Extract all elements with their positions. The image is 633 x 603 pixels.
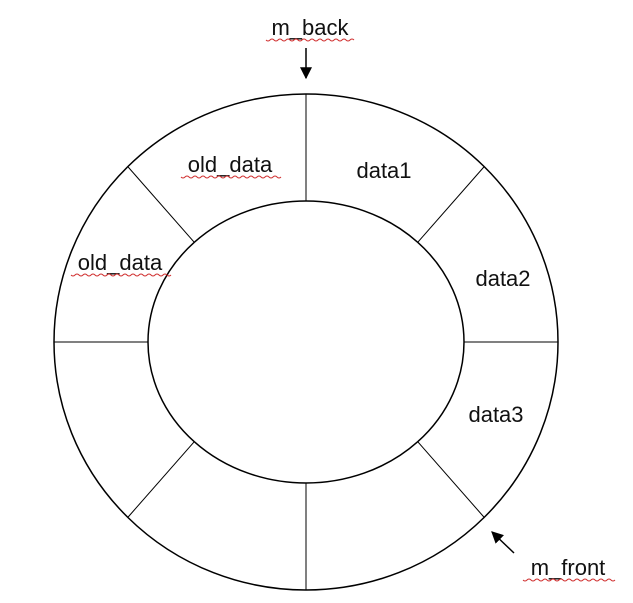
spellcheck-underline-m-back bbox=[265, 38, 355, 42]
spellcheck-underline-old-data-top bbox=[180, 175, 282, 179]
segment-divider-5 bbox=[127, 441, 195, 518]
segment-divider-7 bbox=[127, 166, 195, 243]
arrow-m-front bbox=[491, 531, 515, 554]
segment-label-old-data-top: old_data bbox=[188, 152, 273, 177]
segment-label-data1: data1 bbox=[356, 158, 411, 183]
pointer-label-m-back: m_back bbox=[271, 15, 349, 40]
spellcheck-underline-old-data-left bbox=[70, 273, 172, 277]
segment-divider-1 bbox=[417, 166, 485, 243]
segment-label-data3: data3 bbox=[468, 402, 523, 427]
segment-dividers bbox=[54, 94, 558, 590]
segment-divider-3 bbox=[417, 441, 485, 518]
inner-ring bbox=[147, 200, 465, 484]
pointer-label-m-front: m_front bbox=[531, 555, 606, 580]
spellcheck-underline-m-front bbox=[522, 578, 616, 582]
segment-label-old-data-left: old_data bbox=[78, 250, 163, 275]
segment-label-data2: data2 bbox=[475, 266, 530, 291]
